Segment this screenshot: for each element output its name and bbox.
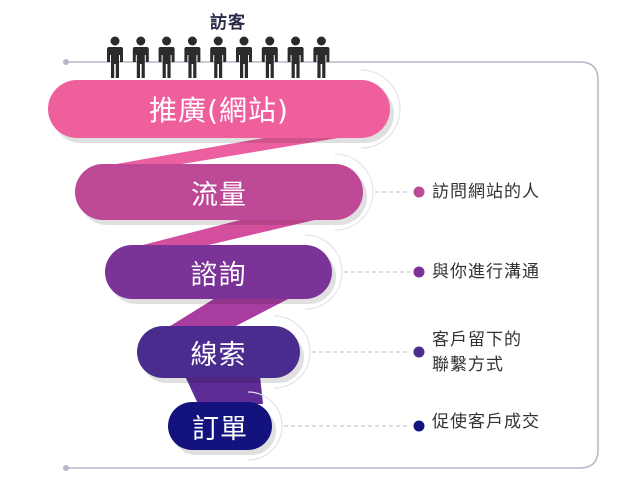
frame-line [68, 61, 599, 469]
stage-note-order: 促使客戶成交 [432, 412, 540, 432]
stage-arc-order [247, 391, 283, 461]
funnel-connector [105, 136, 350, 166]
stage-pill-inquiry [105, 245, 332, 299]
stage-note-lead: 客戶留下的 聯繫方式 [432, 330, 522, 375]
person-icon [287, 36, 304, 78]
person-icon [313, 36, 330, 78]
person-icon [236, 36, 252, 78]
stage-label-traffic: 流量 [191, 179, 247, 211]
stage-arc-inquiry [304, 234, 343, 310]
person-icon [158, 36, 175, 78]
bullet-dot-lead [413, 346, 425, 358]
frame-dot-bottom [63, 465, 69, 471]
person-icon [210, 36, 227, 78]
person-icon [107, 36, 123, 78]
visitors-title: 訪客 [210, 13, 246, 33]
bullet-dot-traffic [413, 186, 425, 198]
stage-note-inquiry: 與你進行溝通 [432, 262, 540, 282]
stage-arc-promotion [360, 69, 401, 149]
bullet-dot-order [413, 420, 425, 432]
funnel-connector [135, 218, 323, 247]
stage-note-traffic: 訪問網站的人 [432, 182, 540, 202]
stage-label-inquiry: 諮詢 [190, 259, 247, 291]
bullet-dot-inquiry [413, 266, 425, 278]
stage-label-lead: 線索 [190, 339, 247, 371]
frame-dot-top [63, 59, 69, 65]
stage-pill-traffic [75, 164, 363, 220]
stage-label-order: 訂單 [192, 413, 248, 445]
stage-arc-lead [273, 315, 311, 389]
stage-arc-traffic [334, 153, 374, 231]
stage-label-promotion: 推廣(網站) [149, 94, 289, 127]
person-icon [261, 36, 278, 78]
funnel-connector [167, 297, 292, 328]
stage-pill-lead [137, 326, 300, 378]
funnel-connector [185, 376, 263, 404]
stage-pill-order [168, 402, 272, 450]
stage-pill-promotion [48, 80, 390, 138]
person-icon [132, 36, 149, 78]
person-icon [184, 36, 201, 78]
